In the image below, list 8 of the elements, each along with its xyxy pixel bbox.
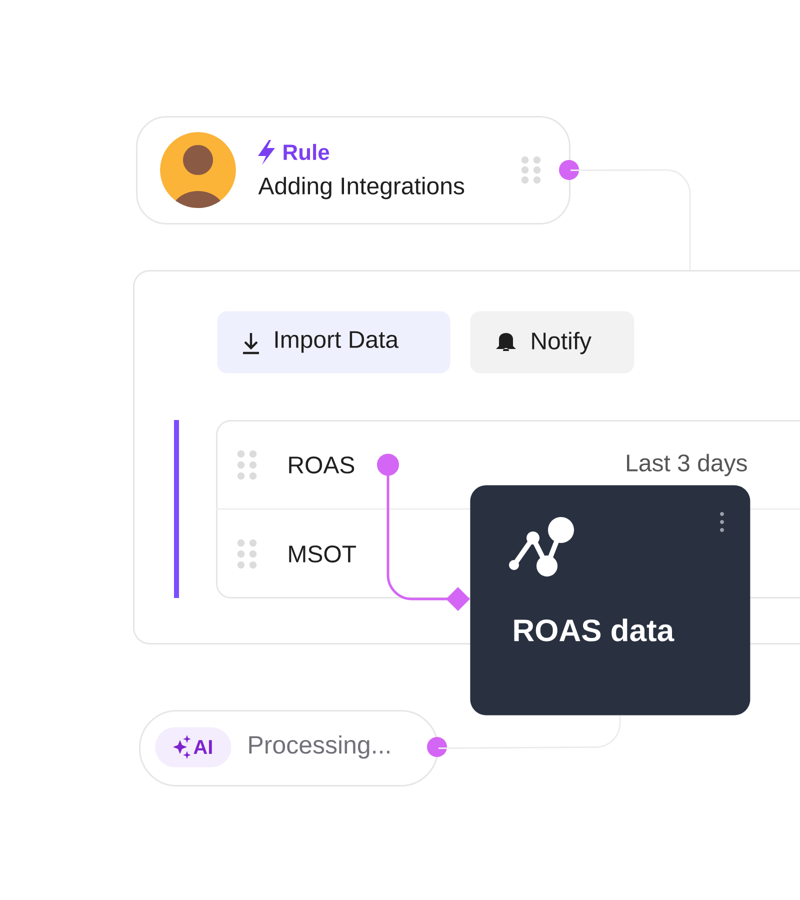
ai-badge: AI xyxy=(155,727,232,768)
connector-line xyxy=(438,715,621,749)
notify-button: Notify xyxy=(470,311,634,374)
table-row: ROAS Last 3 days xyxy=(289,454,747,476)
table-row: MSOT xyxy=(289,546,356,562)
connector-line xyxy=(570,169,691,270)
import-button: Import Data xyxy=(217,311,450,374)
data-source-card: ROAS data xyxy=(470,485,750,716)
